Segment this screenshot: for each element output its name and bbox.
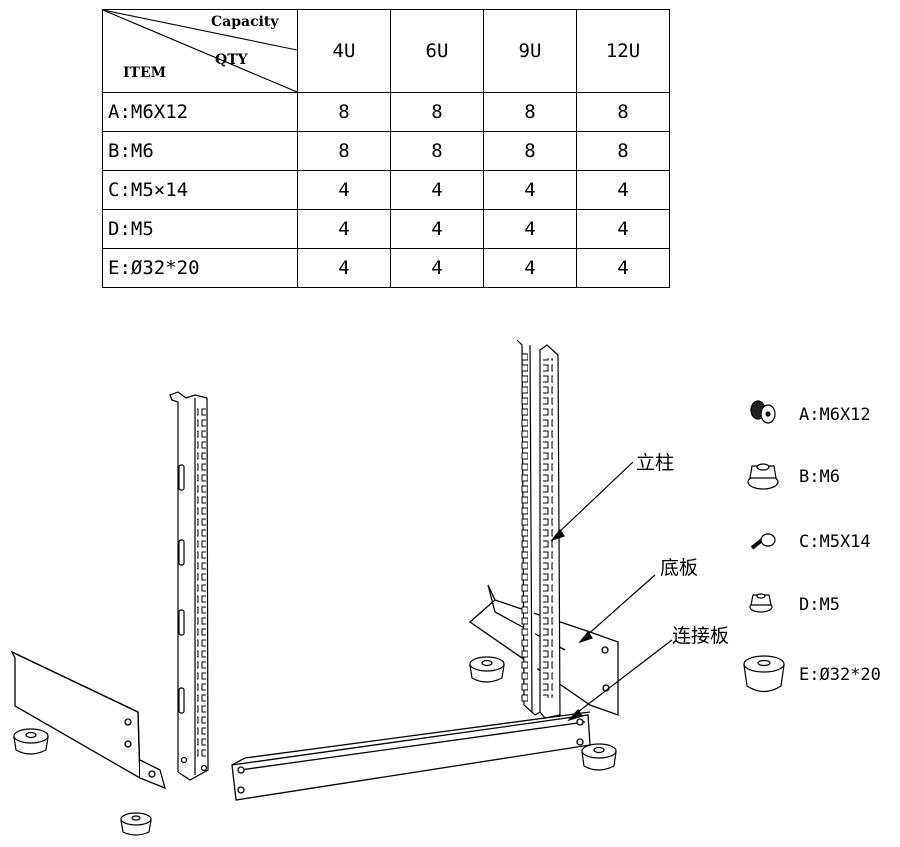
- legend-label-c: C:M5X14: [799, 532, 871, 552]
- capacity-header: Capacity: [211, 14, 279, 30]
- button-head-screw-icon: [750, 400, 776, 424]
- qty-cell: 4: [297, 170, 391, 210]
- column-header-6u: 6U: [390, 9, 484, 93]
- qty-cell: 4: [390, 209, 484, 249]
- flange-nut-icon: [747, 463, 779, 490]
- qty-cell: 4: [297, 209, 391, 249]
- qty-cell: 4: [483, 248, 577, 288]
- table-row: D:M5 4 4 4 4: [102, 209, 670, 249]
- qty-cell: 4: [576, 209, 670, 249]
- small-nut-icon: [749, 593, 773, 613]
- table-row: E:Ø32*20 4 4 4 4: [102, 248, 670, 288]
- column-header-9u: 9U: [483, 9, 577, 93]
- connector-plate-callout-label: 连接板: [672, 625, 730, 647]
- rubber-foot-icon: [743, 655, 785, 693]
- legend-label-b: B:M6: [799, 467, 840, 487]
- base-plate-callout-label: 底板: [660, 557, 699, 579]
- column-header-4u: 4U: [297, 9, 391, 93]
- item-cell: E:Ø32*20: [102, 248, 298, 288]
- header-diagonal-lines: [103, 10, 297, 92]
- item-cell: C:M5×14: [102, 170, 298, 210]
- table-header-row: Capacity QTY ITEM 4U 6U 9U 12U: [102, 9, 670, 93]
- left-post: [169, 391, 209, 781]
- item-header: ITEM: [123, 65, 167, 81]
- item-cell: B:M6: [102, 131, 298, 171]
- qty-header: QTY: [215, 52, 248, 68]
- rubber-foot: [469, 656, 505, 683]
- header-diagonal-cell: Capacity QTY ITEM: [102, 9, 298, 93]
- qty-cell: 4: [483, 170, 577, 210]
- item-cell: A:M6X12: [102, 92, 298, 132]
- rubber-foot: [13, 728, 49, 755]
- qty-cell: 4: [576, 170, 670, 210]
- legend-label-e: E:Ø32*20: [799, 665, 881, 685]
- qty-cell: 4: [576, 248, 670, 288]
- rubber-foot: [581, 743, 617, 771]
- connector-plate: [231, 711, 591, 801]
- legend-label-d: D:M5: [799, 595, 840, 615]
- qty-cell: 8: [390, 131, 484, 171]
- post-callout-label: 立柱: [636, 452, 675, 474]
- pan-head-screw-icon: [750, 533, 776, 550]
- qty-cell: 4: [483, 209, 577, 249]
- right-post: [516, 339, 561, 719]
- callout-leader-lines: [550, 461, 673, 722]
- left-base-plate: [10, 650, 166, 790]
- legend-label-a: A:M6X12: [799, 405, 871, 425]
- qty-cell: 8: [297, 92, 391, 132]
- parts-quantity-table: Capacity QTY ITEM 4U 6U 9U 12U A:M6X12 8…: [102, 9, 670, 288]
- qty-cell: 8: [483, 131, 577, 171]
- qty-cell: 4: [390, 248, 484, 288]
- rubber-foot: [120, 812, 152, 836]
- qty-cell: 8: [576, 131, 670, 171]
- table-row: B:M6 8 8 8 8: [102, 131, 670, 171]
- qty-cell: 8: [297, 131, 391, 171]
- table-row: C:M5×14 4 4 4 4: [102, 170, 670, 210]
- qty-cell: 8: [483, 92, 577, 132]
- item-cell: D:M5: [102, 209, 298, 249]
